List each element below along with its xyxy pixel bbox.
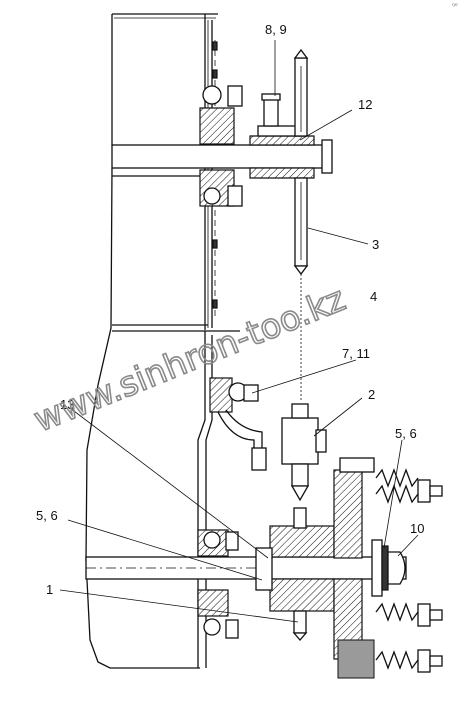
callout-3: 3	[372, 237, 379, 252]
corner-mark: ᵑᵒ	[452, 2, 458, 10]
callout-5-6-left: 5, 6	[36, 508, 58, 523]
wall-rivets	[212, 41, 218, 309]
callout-13: 13	[60, 397, 74, 412]
callout-1: 1	[46, 582, 53, 597]
callout-2: 2	[368, 387, 375, 402]
callout-7-11: 7, 11	[342, 346, 370, 361]
upper-shaft-assembly	[111, 48, 333, 276]
spring-stack	[375, 468, 443, 673]
callout-labels: 8, 9 12 3 4 7, 11 2 13 5, 6 5, 6 10 1	[36, 22, 424, 597]
leader-lines	[59, 40, 419, 623]
lower-shaft-assembly	[85, 457, 443, 679]
tensioner-assembly	[209, 377, 327, 502]
callout-4: 4	[370, 289, 377, 304]
callout-10: 10	[410, 521, 424, 536]
callout-12: 12	[358, 97, 372, 112]
callout-8-9: 8, 9	[265, 22, 287, 37]
callout-5-6-right: 5, 6	[395, 426, 417, 441]
